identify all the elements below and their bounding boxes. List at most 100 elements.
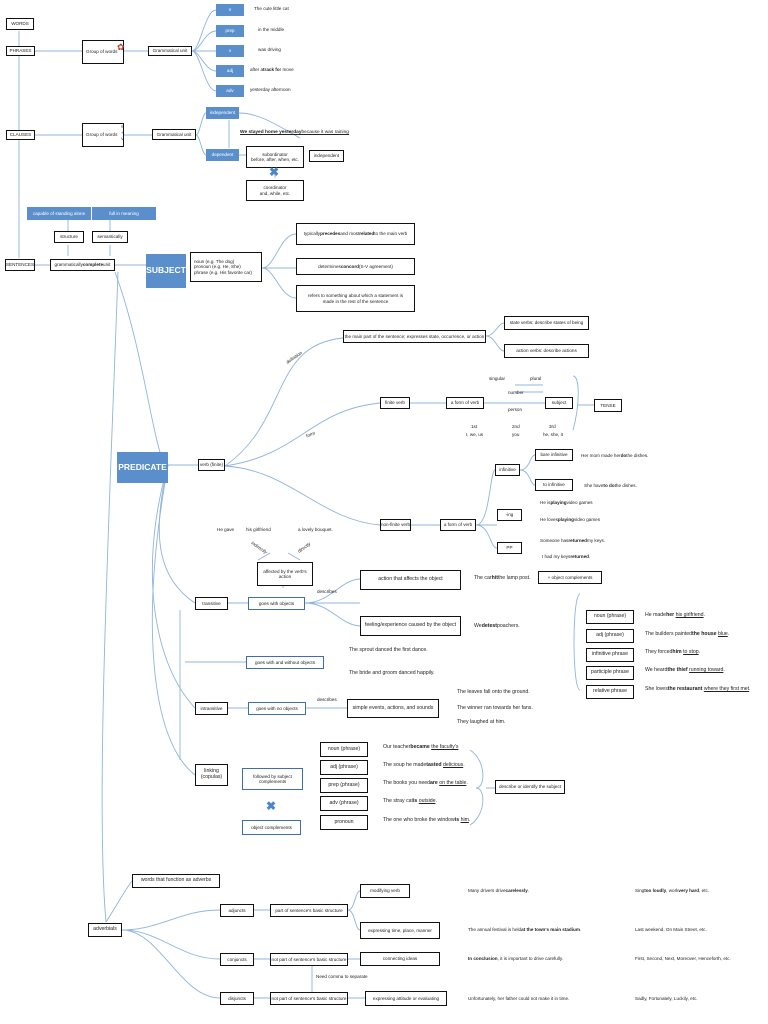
to-ex-bold: to do <box>603 483 615 488</box>
capable-standing-alone: capable of standing alone <box>27 207 91 220</box>
winner-example: The winner ran towards her fans. <box>457 705 533 711</box>
grammatical-unit-box-2: Grammatical unit <box>152 129 196 140</box>
group-of-words-label: Group of words <box>86 49 118 55</box>
finite-verb-box: finite verb <box>380 397 410 409</box>
pos-adv: adv <box>216 85 244 97</box>
pos-noun: n <box>216 4 244 16</box>
action-verbs: action verbs: describe actions <box>504 344 589 358</box>
group-of-words-box: Group of words <box>82 40 124 64</box>
simple-events-box: simple events, actions, and sounds <box>347 699 439 718</box>
independent-label: independent <box>206 107 239 119</box>
leaves-example: The leaves fall onto the ground. <box>457 689 530 695</box>
car-hit-pre: The car <box>474 575 492 581</box>
adverbial-example-4: Unfortunately, her father could not make… <box>468 996 570 1001</box>
sentences-box: SENTENCES <box>5 259 35 271</box>
sc1-bold: became <box>410 744 430 750</box>
followed-by-box: followed by subject complements <box>242 768 303 790</box>
clause-example-sub: because it was raining <box>301 130 349 135</box>
bare-ex-post: the dishes. <box>626 453 649 458</box>
concord-post: (S-V agreement) <box>358 263 393 269</box>
adjunct-side-list: Sing too loudly, work very hard, etc. <box>635 888 709 893</box>
structure-box: structure <box>54 231 84 243</box>
oc3-underline: to stop <box>683 649 699 655</box>
to-ex-post: the dishes. <box>614 483 637 488</box>
precedes-mid: and most <box>340 231 360 237</box>
predicate-definition: the main part of the sentence; expresses… <box>343 330 486 343</box>
clauses-box: CLAUSES <box>6 130 35 140</box>
bare-ex-pre: Her mom made her <box>581 453 621 458</box>
sc-adj-phrase: adj (phrase) <box>320 760 368 775</box>
concord-bold: concord <box>340 263 359 269</box>
ing-example-1: He is playing video games <box>540 500 593 505</box>
side1-post: , etc. <box>699 888 710 893</box>
adverbials-box: adverbials <box>88 923 122 937</box>
oc4-bold: the thief <box>667 667 688 673</box>
tense-box: TENSE <box>594 399 622 412</box>
sc1-pre: Our teacher <box>383 744 411 750</box>
gram-complete-post: unit <box>103 262 111 268</box>
subject-desc-precedes: typically precedes and most related to t… <box>296 223 415 245</box>
pp-example-2: I had my keys returned. <box>542 554 590 559</box>
oc-noun-phrase: noun (phrase) <box>586 610 634 624</box>
oc1-pre: He made <box>645 612 667 618</box>
bare-infinitive-example: Her mom made her do the dishes. <box>581 453 648 458</box>
oc4-pre: We heard <box>645 667 668 673</box>
subject-desc-refers: refers to something about which a statem… <box>296 285 415 312</box>
sc-example-1: Our teacher became the faculty's <box>383 744 458 751</box>
phrases-box: PHRASES <box>6 46 35 56</box>
clause-example: We stayed home yesterday because it was … <box>240 130 349 136</box>
side1-bold2: very hard <box>678 888 700 893</box>
pp1-bold: returned <box>568 538 587 543</box>
independent-box: independent <box>309 150 344 162</box>
oc1-underline: his girlfriend <box>675 612 704 618</box>
oc-relative-phrase: relative phrase <box>586 685 634 699</box>
adverbial-example-3: In conclusion, it is important to drive … <box>468 956 563 961</box>
infinitive-box: infinitive <box>495 464 520 476</box>
sc-example-2: The soup he made tasted delicious. <box>383 762 465 768</box>
action-affects-object: action that affects the object <box>360 570 461 590</box>
to-infinitive-box: to infinitive <box>535 479 573 491</box>
svo-letters: S+V <box>121 124 124 141</box>
not-part-of-structure-1: not part of sentence's basic structure <box>270 953 348 966</box>
side1-mid: , work <box>666 888 679 893</box>
to-ex-pre: She have <box>584 483 604 488</box>
precedes-bold: precedes <box>320 231 341 237</box>
stamp-icon: ✿ <box>117 42 125 52</box>
feeling-experience: feeling/experience caused by the object <box>360 616 461 636</box>
cross-icon: ✖ <box>269 165 280 179</box>
sc4-pre: The stray cat <box>383 798 413 804</box>
gram-complete-pre: grammatically <box>54 262 83 268</box>
pos-prep: prep <box>216 25 244 37</box>
pos-verb: v <box>216 45 244 57</box>
number-label: number <box>508 390 524 395</box>
oc-example-3: They forced him to stop. <box>645 649 700 656</box>
adverbial-example-1: Many drivers drive carelessly. <box>468 888 529 893</box>
sc3-pre: The books you need <box>383 780 431 786</box>
precedes-pre: typically <box>303 231 321 237</box>
adjuncts-box: adjuncts <box>220 904 254 917</box>
group-of-words-label-2: Group of words <box>86 132 118 138</box>
need-comma-note: Need comma to separate <box>316 974 368 979</box>
goes-with-without: goes with and without objects <box>246 656 324 669</box>
oc2-pre: The builders painted <box>645 631 693 637</box>
bare-infinitive-box: bare infinitive <box>535 449 573 461</box>
his-girlfriend-text: his girlfriend <box>246 527 271 532</box>
a-form-of-verb-1: a form of verb <box>446 397 484 409</box>
oc5-post: . <box>749 686 751 692</box>
subject-heading: SUBJECT <box>146 254 186 288</box>
precedes-post: to the main verb <box>374 231 408 237</box>
oc4-post: . <box>723 667 725 673</box>
sc2-underline: delicious <box>443 762 464 768</box>
ing1-bold: playing <box>550 500 567 505</box>
words-function-adverbs: words that function as adverbs <box>132 874 220 888</box>
adv2-post: . <box>579 927 582 932</box>
coordinator-label: coordinator <box>263 185 287 191</box>
cross-icon-2: ✖ <box>266 799 277 813</box>
part-of-structure: part of sentence's basic structure <box>270 904 348 917</box>
sc5-pre: The one who broke the window <box>383 817 455 823</box>
sc5-underline: him <box>460 817 469 823</box>
oc-participle-phrase: participle phrase <box>586 666 634 680</box>
affected-box: affected by the verb's action <box>257 562 313 586</box>
oc-example-4: We heard the thief running toward. <box>645 667 725 674</box>
